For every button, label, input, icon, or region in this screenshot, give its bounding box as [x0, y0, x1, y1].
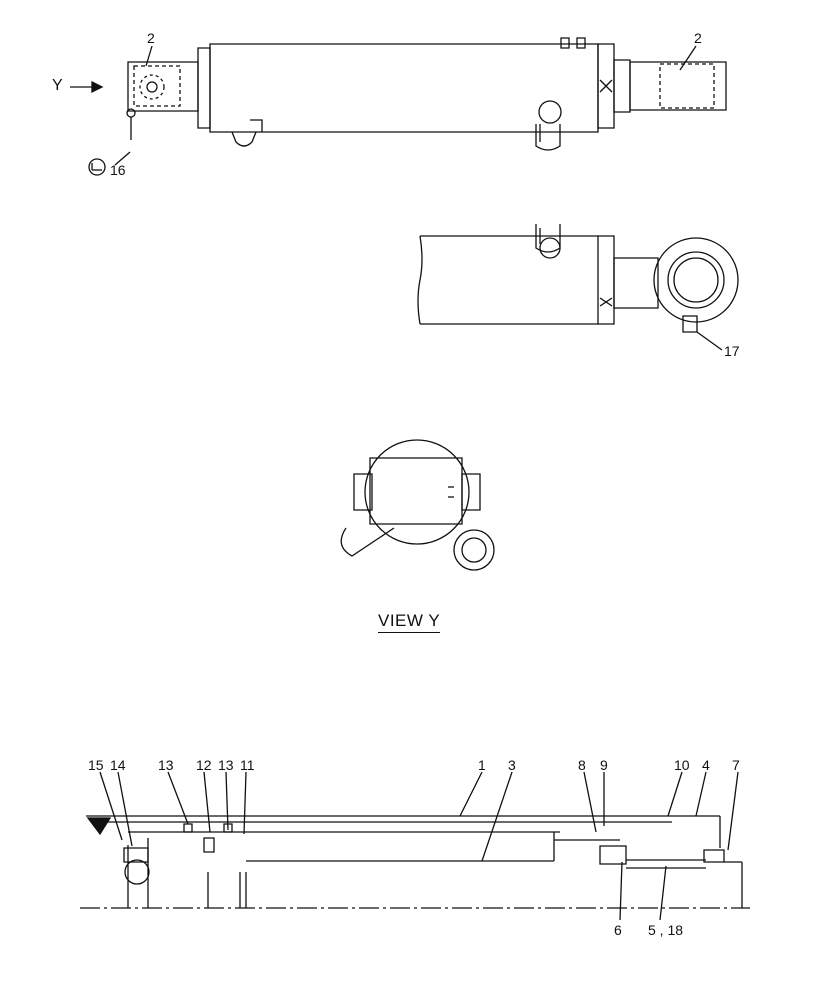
- grease-fitting-icon: [89, 159, 105, 175]
- callout-16: 16: [110, 162, 126, 178]
- rod-end-detail: [418, 224, 738, 350]
- callout-5-18: 5 , 18: [648, 922, 684, 938]
- view-y-diagram: [341, 440, 494, 570]
- callout-7: 7: [732, 757, 740, 773]
- section-view: [80, 772, 750, 920]
- view-arrow-label: Y: [52, 77, 63, 94]
- callout-14: 14: [110, 757, 126, 773]
- callout-9: 9: [600, 757, 608, 773]
- callout-12: 12: [196, 757, 212, 773]
- callout-13-b: 13: [218, 757, 234, 773]
- view-y-arrow: [70, 82, 102, 92]
- callout-11: 11: [240, 757, 255, 773]
- callout-8: 8: [578, 757, 586, 773]
- callout-2-right: 2: [694, 30, 702, 46]
- cylinder-assembly: [115, 38, 726, 165]
- view-y-title: VIEW Y: [378, 611, 441, 633]
- callout-3: 3: [508, 757, 516, 773]
- callout-1: 1: [478, 757, 486, 773]
- callout-17: 17: [724, 343, 740, 359]
- callout-6: 6: [614, 922, 622, 938]
- callout-13-a: 13: [158, 757, 174, 773]
- callout-15: 15: [88, 757, 104, 773]
- callout-4: 4: [702, 757, 710, 773]
- callout-10: 10: [674, 757, 690, 773]
- callout-2-left: 2: [147, 30, 155, 46]
